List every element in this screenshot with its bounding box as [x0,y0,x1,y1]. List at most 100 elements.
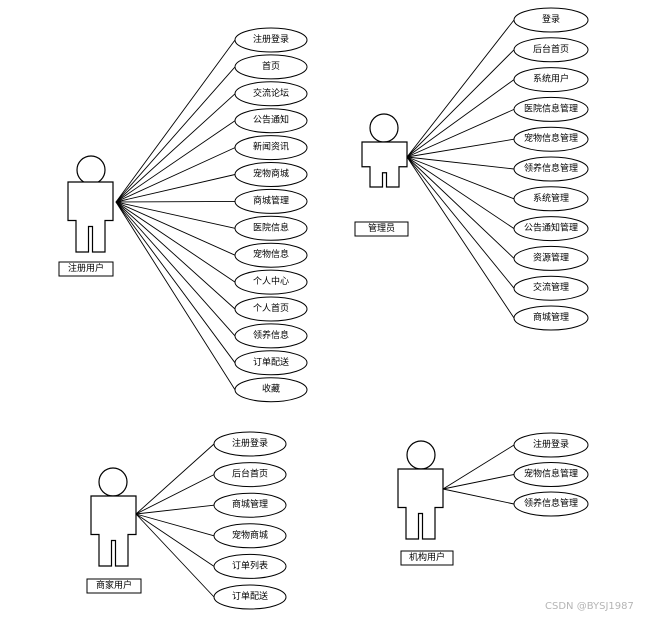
use-case-label: 系统用户 [533,73,569,85]
actor-label: 商家用户 [96,579,132,591]
actor-label-box [58,261,114,277]
use-case-ellipse [213,462,287,488]
use-case-label: 收藏 [262,383,280,395]
use-case-ellipse [513,67,589,93]
use-case-ellipse [213,553,287,579]
association-line [442,488,515,505]
association-line [115,93,236,203]
use-case-ellipse [213,492,287,518]
use-case-label: 后台首页 [533,43,569,55]
use-case-label: 订单列表 [232,559,268,571]
use-case-ellipse [234,242,308,268]
use-case-label: 注册登录 [232,437,268,449]
association-line [442,444,515,490]
actor-head-icon [76,155,106,185]
use-case-ellipse [234,54,308,80]
use-case-label: 个人首页 [253,302,289,314]
association-line [115,201,236,229]
use-case-ellipse [213,523,287,549]
use-case-ellipse [513,216,589,242]
association-line [115,201,236,390]
actor-label-box [354,221,409,237]
use-case-ellipse [234,296,308,322]
watermark-text: CSDN @BYSJ1987 [545,601,634,612]
use-case-ellipse [234,188,308,214]
use-case-label: 个人中心 [253,275,289,287]
use-case-label: 交流管理 [533,281,569,293]
use-case-label: 领养信息管理 [524,497,578,509]
use-case-ellipse [513,275,589,301]
actor-body-icon [397,468,444,540]
use-case-label: 注册登录 [533,438,569,450]
use-case-label: 新闻资讯 [253,141,289,153]
actor-label: 机构用户 [409,551,445,563]
use-case-ellipse [213,584,287,610]
association-line [115,147,236,203]
use-case-ellipse [513,305,589,331]
use-case-label: 医院信息管理 [524,102,578,114]
use-case-label: 商城管理 [253,194,289,206]
use-case-label: 宠物信息 [253,248,289,260]
use-case-ellipse [513,126,589,152]
association-line [406,108,515,158]
association-line [115,201,236,256]
use-case-label: 宠物信息管理 [524,132,578,144]
actor-body-icon [90,495,137,567]
use-case-label: 登录 [542,14,560,25]
association-line [406,156,515,229]
use-case-label: 公告通知 [253,114,289,126]
association-line [406,49,515,158]
use-case-ellipse [234,323,308,349]
use-case-ellipse [234,162,308,187]
use-case-label: 后台首页 [232,468,268,480]
association-line [115,201,236,310]
use-case-label: 订单配送 [232,590,268,602]
use-case-label: 注册登录 [253,33,289,45]
use-case-ellipse [513,491,589,517]
association-line [115,39,236,203]
association-line [406,79,515,158]
association-line [406,19,515,158]
use-case-ellipse [234,135,308,161]
use-case-label: 领养信息 [253,329,289,341]
association-line [406,156,515,259]
use-case-label: 宠物信息管理 [524,468,578,480]
actor-head-icon [98,467,128,497]
actor-head-icon [369,113,399,143]
actor-label: 管理员 [368,222,395,234]
association-line [135,443,215,515]
use-case-label: 资源管理 [533,251,569,263]
use-case-ellipse [513,37,589,63]
use-case-label: 医院信息 [253,221,289,233]
use-case-label: 订单配送 [253,356,289,368]
use-case-ellipse [213,431,287,457]
use-case-label: 领养信息管理 [524,162,578,174]
association-line [135,513,215,567]
actor-label-box [400,550,454,566]
association-line [442,474,515,490]
association-line [115,200,236,203]
association-line [406,156,515,289]
association-line [115,201,236,364]
use-case-label: 交流论坛 [253,87,289,99]
association-line [115,201,236,283]
use-case-label: 首页 [262,60,280,72]
use-case-ellipse [513,96,589,122]
actor-label-box [86,578,142,594]
use-case-label: 公告通知管理 [524,222,578,234]
actor-head-icon [406,440,436,470]
use-case-ellipse [234,269,308,295]
use-case-ellipse [234,350,308,376]
association-line [115,66,236,203]
association-line [135,513,215,598]
association-line [115,120,236,203]
association-line [115,174,236,203]
association-line [115,201,236,337]
use-case-ellipse [234,108,308,134]
use-case-ellipse [513,156,589,182]
use-case-ellipse [513,245,589,271]
association-line [135,504,215,515]
